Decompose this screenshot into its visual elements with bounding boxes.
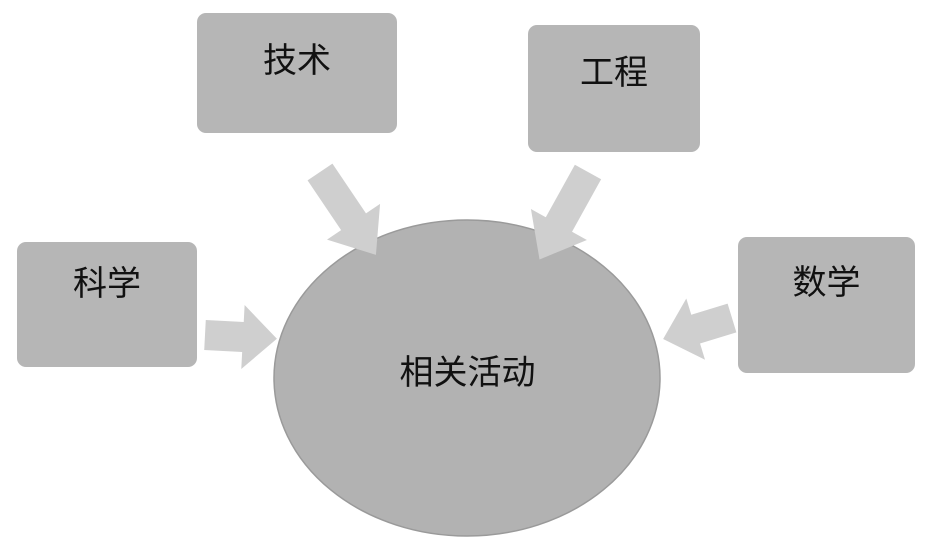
arrow-engineering [530,164,602,260]
arrow-math [663,298,737,360]
node-science: 科学 [17,242,197,367]
node-math: 数学 [738,237,915,373]
arrow-science [204,305,277,369]
node-label: 技术 [263,41,331,81]
node-label: 数学 [792,263,861,303]
center-label: 相关活动 [399,353,536,393]
node-label: 工程 [580,53,648,93]
node-label: 科学 [73,264,141,304]
node-technology: 技术 [197,13,397,133]
center-ellipse [273,219,661,537]
node-engineering: 工程 [528,25,700,152]
arrow-technology [307,163,381,255]
